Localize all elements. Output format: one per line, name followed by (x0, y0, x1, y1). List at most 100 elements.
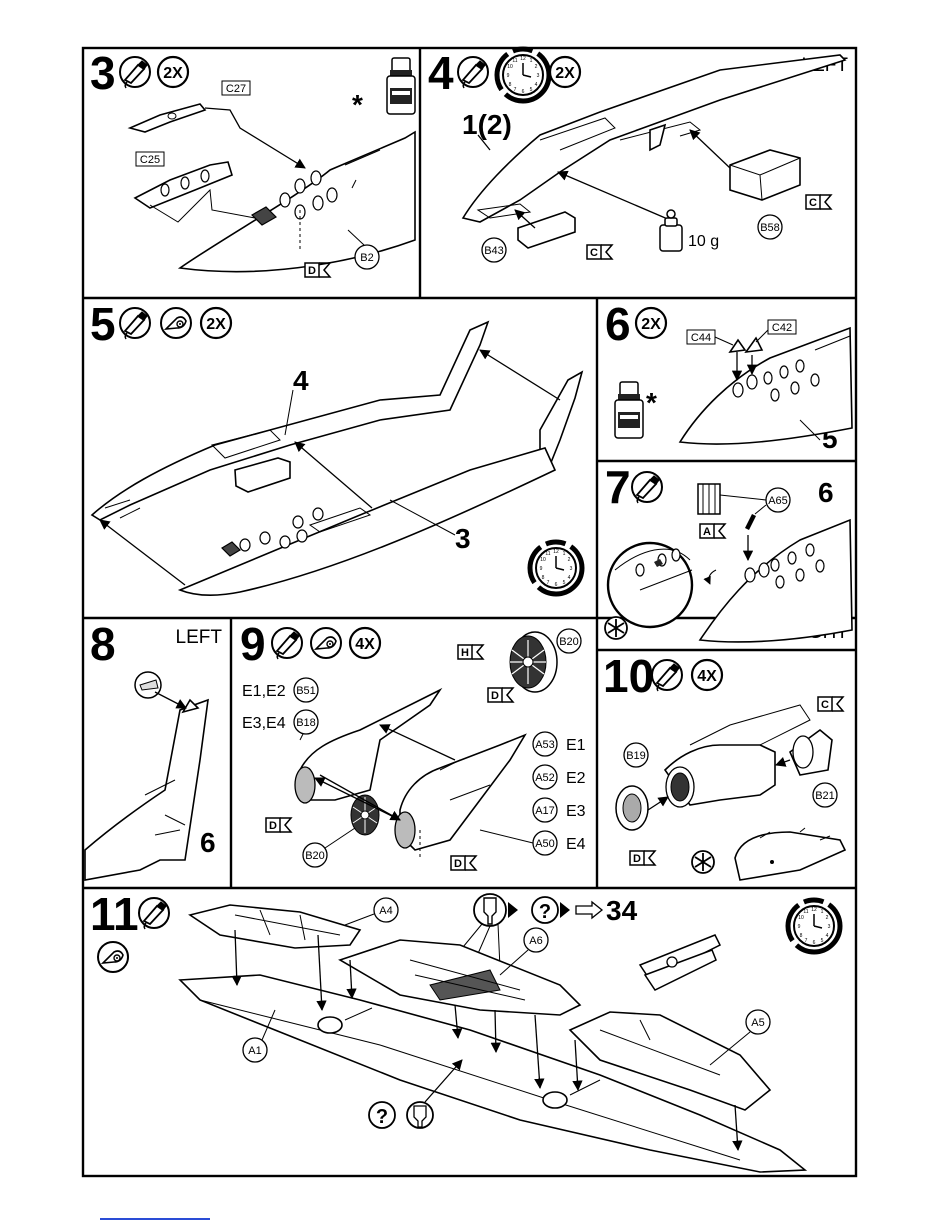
step-number: 4 (428, 47, 454, 99)
svg-text:A53: A53 (535, 739, 555, 751)
part-label-a1: A1 (248, 1045, 261, 1057)
step-9-panel: 9 4X E1,E2 B51 E3,E4 B18 A53 E1 A52 E2 A… (240, 618, 586, 870)
step-number: 7 (605, 461, 631, 513)
goto-arrow-icon (576, 902, 602, 918)
step-4-panel: 4 2X LEFT 1(2) 10 g B43 B58 C (428, 47, 848, 262)
part-label-b18: B18 (296, 717, 316, 729)
clock-icon (497, 49, 549, 101)
part-label-d: D (454, 858, 462, 870)
step-10-panel: 10 4X B19 B21 C D (603, 650, 845, 880)
asterisk-option-icon (605, 617, 627, 639)
part-label-a65: A65 (768, 495, 788, 507)
asterisk-mark: * (352, 89, 363, 120)
step-number: 10 (603, 650, 654, 702)
clock-icon (530, 542, 582, 594)
intake-ring-b19 (616, 786, 648, 830)
step-11-panel: 11 ? 34 (90, 888, 840, 1172)
part-b43 (518, 212, 575, 248)
count-label: 4X (697, 668, 717, 685)
part-label-h: H (461, 647, 469, 659)
weight-icon (660, 210, 682, 251)
part-label-b51: B51 (296, 685, 316, 697)
glue-icon (458, 57, 488, 88)
assembly-ref: 6 (200, 827, 216, 858)
svg-text:E2: E2 (566, 770, 586, 787)
glue-icon (632, 472, 662, 503)
svg-text:?: ? (539, 901, 551, 923)
engine-assign-label: E1,E2 (242, 683, 286, 700)
part-label-b19: B19 (626, 750, 646, 762)
engine-fan-front (666, 767, 694, 807)
fuselage-half-b2 (180, 132, 415, 272)
svg-text:E3: E3 (566, 803, 586, 820)
count-label: 2X (641, 316, 661, 333)
part-label-b20: B20 (305, 850, 325, 862)
svg-text:?: ? (376, 1106, 388, 1128)
step-3-panel: 3 2X * C27 C25 B2 (90, 47, 415, 277)
step-5-panel: 5 2X 4 3 (90, 298, 582, 595)
tail-part-detail (135, 672, 161, 698)
step-number: 6 (605, 298, 631, 350)
fan-detail (510, 632, 557, 692)
alt-engine-detail (735, 832, 845, 880)
count-label: 2X (555, 65, 575, 82)
part-label-a4: A4 (379, 905, 392, 917)
svg-text:E4: E4 (566, 836, 586, 853)
clock-icon (788, 900, 840, 952)
part-c27 (130, 104, 205, 132)
svg-text:A52: A52 (535, 772, 555, 784)
assembly-ref: 4 (293, 365, 309, 396)
step-6-panel: 6 2X * 5 C44 C42 (605, 298, 852, 454)
step-number: 8 (90, 618, 116, 670)
drill-icon (474, 894, 506, 926)
svg-text:A17: A17 (535, 805, 555, 817)
part-label-c44: C44 (691, 332, 711, 344)
clothespin-icon (640, 935, 720, 990)
drill-icon (407, 1102, 433, 1128)
part-label-b21: B21 (815, 790, 835, 802)
engine-options-list: A53 E1 A52 E2 A17 E3 A50 E4 (533, 732, 586, 855)
step-number: 9 (240, 618, 266, 670)
step-8-panel: 8 LEFT 6 (85, 618, 222, 880)
glue-bottle-icon (615, 382, 643, 438)
step-number: 3 (90, 47, 116, 99)
part-label-d: D (269, 820, 277, 832)
part-label-a6: A6 (529, 935, 542, 947)
part-b58 (730, 150, 800, 200)
part-label-c42: C42 (772, 322, 792, 334)
svg-text:E1: E1 (566, 737, 586, 754)
asterisk-option-icon (692, 851, 714, 873)
count-label: 4X (355, 636, 375, 653)
glue-icon (272, 628, 302, 659)
part-label-a5: A5 (751, 1017, 764, 1029)
glue-icon (139, 898, 169, 929)
step-7-panel: 7 6 RIGHT A A65 (605, 461, 852, 643)
assembly-ref: 6 (818, 477, 834, 508)
part-label-b43: B43 (484, 245, 504, 257)
part-label-a: A (703, 526, 711, 538)
part-label-d: D (633, 853, 641, 865)
part-label-b58: B58 (760, 222, 780, 234)
count-label: 2X (163, 65, 183, 82)
wing-part-a4 (190, 905, 360, 948)
step-number: 5 (90, 298, 116, 350)
part-label-d: D (491, 690, 499, 702)
paint-icon (161, 308, 191, 338)
part-label-b20: B20 (559, 636, 579, 648)
part-label-c27: C27 (226, 83, 246, 95)
asterisk-mark: * (646, 387, 657, 418)
assembly-ref: 3 (455, 523, 471, 554)
part-label-b2: B2 (360, 252, 373, 264)
part-label-c: C (590, 247, 598, 259)
part-label-c: C (821, 699, 829, 711)
part-label-c25: C25 (140, 154, 160, 166)
engine-assign-label: E3,E4 (242, 715, 286, 732)
part-label-c: C (809, 197, 817, 209)
decal-strip (698, 484, 720, 514)
step-number: 11 (90, 888, 139, 940)
goto-step-number: 34 (606, 895, 638, 926)
footer-link-underline (100, 1218, 210, 1220)
assembly-ref: 1(2) (462, 109, 512, 140)
glue-icon (120, 308, 150, 339)
